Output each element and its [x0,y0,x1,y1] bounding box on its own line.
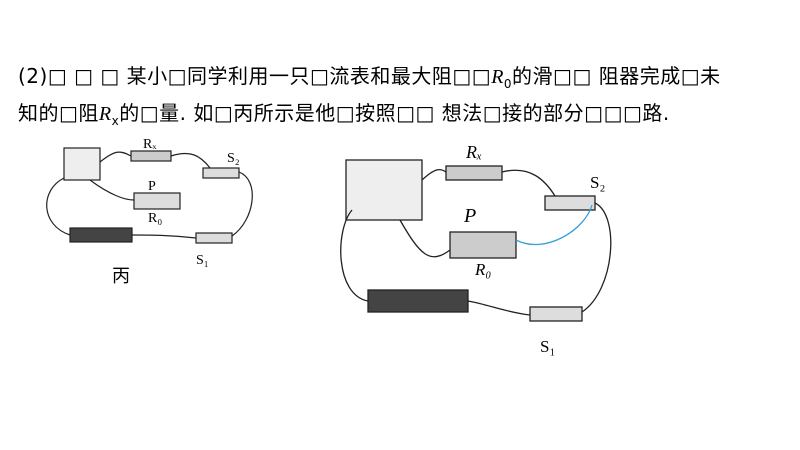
rheostat-r0 [449,231,517,259]
question-line-1: (2)□ □ □ 某小□同学利用一只□流表和最大阻□□R0的滑□□ 阻器完成□未 [18,60,721,91]
s2-small [202,167,240,179]
text: (2)□ □ □ 某小□同学利用一只□流表和最大阻□□ [18,64,492,88]
figure-caption: 丙 [112,266,130,287]
label-s2-small: S₂ [227,151,240,166]
rx-symbol: R [98,103,112,125]
text: 知的□阻 [18,101,99,125]
label-r0-small: R₀ [148,211,162,226]
figure-labels: Rₓ S₂ P R₀ S₁ Rₓ S₂ P R₀ S₁ [143,137,605,356]
label-s1: S₁ [540,337,555,356]
text: 的□量. 如□丙所示是他□按照□□ 想法□接的部分□□□路. [119,101,670,125]
ammeter [345,159,423,221]
large-circuit [340,159,612,322]
r0-symbol: R [491,66,504,88]
label-p-small: P [148,179,156,194]
label-s2: S₂ [590,173,605,192]
rx-subscript: x [111,114,120,128]
label-p: P [463,205,476,227]
switch-s2 [544,195,596,211]
battery [367,289,469,313]
label-rx-small: Rₓ [143,137,157,152]
small-circuit [46,147,253,244]
s1-small [195,232,233,244]
rheostat-small [133,192,181,210]
battery-small [69,227,133,243]
switch-s1 [529,306,583,322]
label-r0: R₀ [474,260,491,279]
question-line-2: 知的□阻Rx的□量. 如□丙所示是他□按照□□ 想法□接的部分□□□路. [18,97,670,128]
label-s1-small: S₁ [196,253,209,268]
r0-subscript: 0 [503,77,513,91]
label-rx: Rₓ [465,142,482,162]
resistor-rx [445,165,503,181]
text: 的滑□□ 阻器完成□未 [512,64,721,88]
ammeter-small [63,147,101,181]
rx-small [130,150,172,162]
